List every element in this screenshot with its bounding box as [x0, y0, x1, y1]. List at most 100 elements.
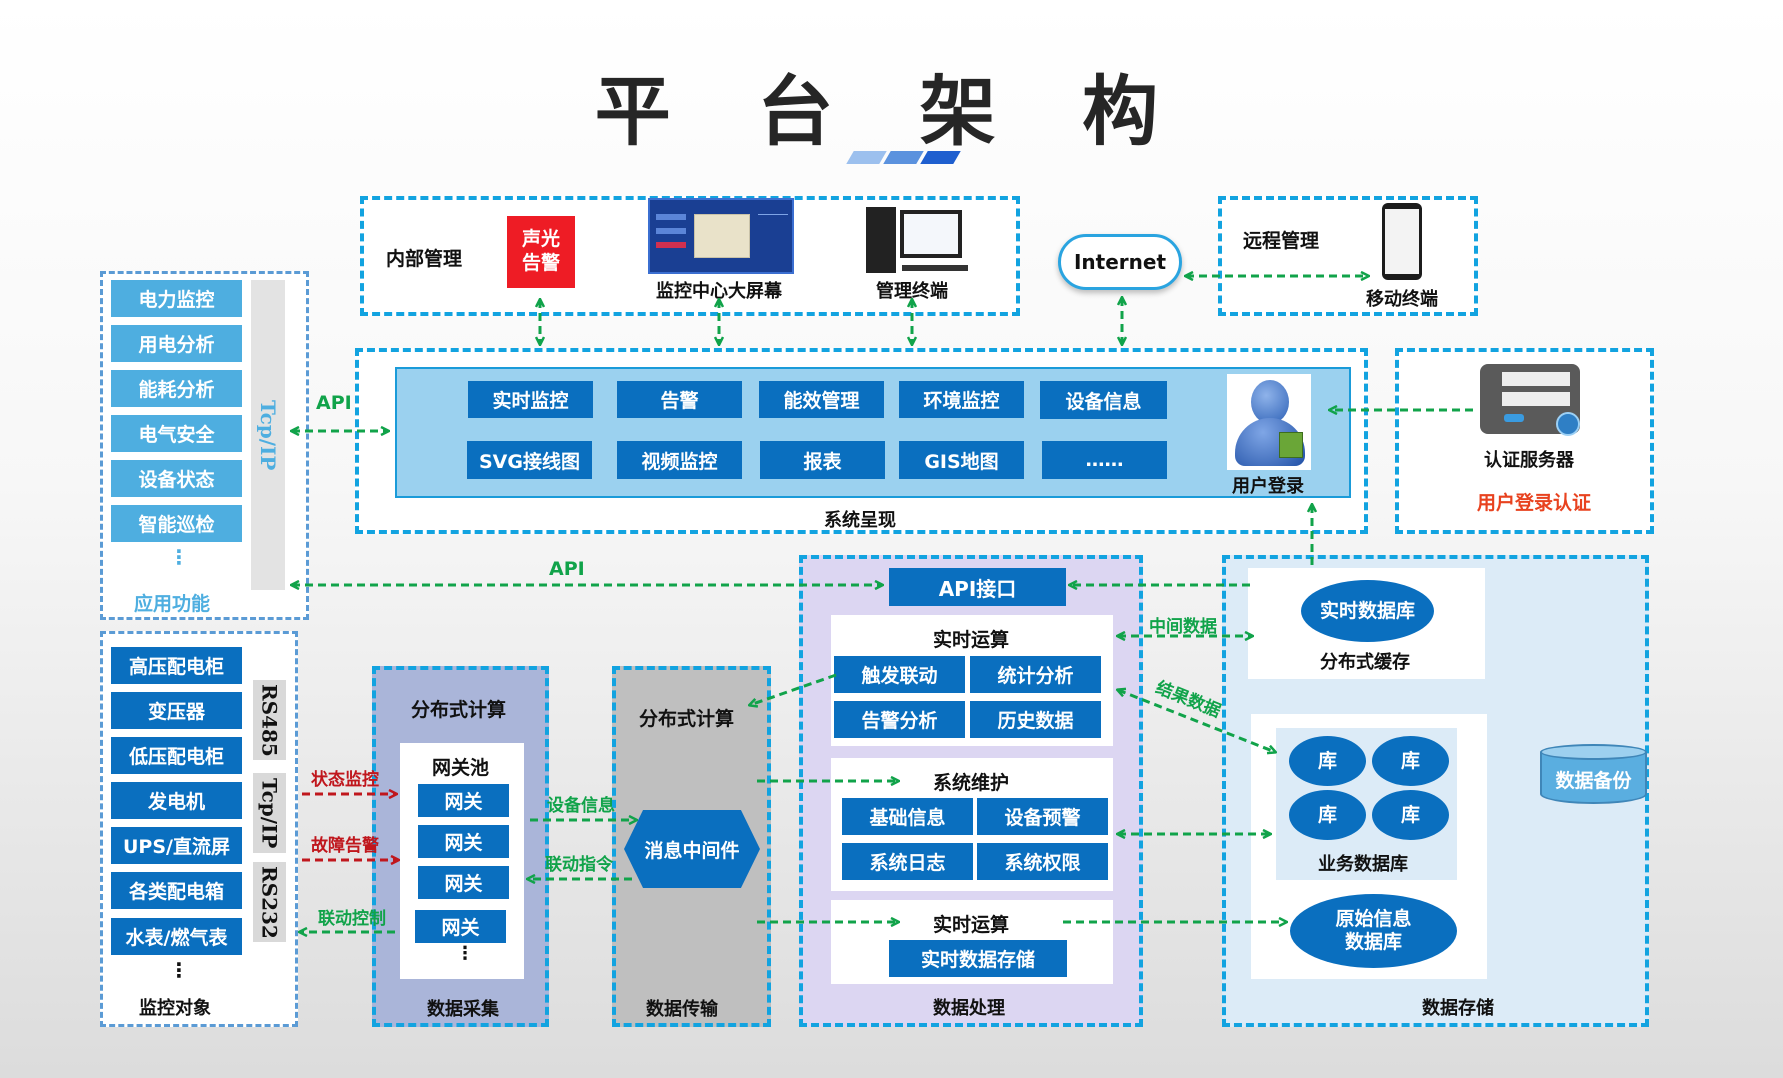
maint-system-permission[interactable]: 系统权限: [977, 843, 1108, 880]
business-db-2-label: 库: [1400, 749, 1420, 772]
app-electrical-safety[interactable]: 电气安全: [111, 415, 242, 452]
gateway-pool-label: 网关池: [432, 757, 490, 779]
business-db-4-label: 库: [1400, 803, 1420, 826]
module-env-monitor[interactable]: 环境监控: [899, 381, 1024, 418]
realtime-store-heading: 实时运算: [933, 914, 1010, 936]
obj-transformer[interactable]: 变压器: [111, 692, 242, 729]
monitor-objects-caption: 监控对象: [139, 998, 211, 1019]
auth-caption: 用户登录认证: [1477, 492, 1592, 514]
app-functions-caption: 应用功能: [134, 593, 211, 615]
obj-ellipsis: ⋮: [169, 958, 189, 982]
obj-distribution-box[interactable]: 各类配电箱: [111, 872, 242, 909]
user-login-label: 用户登录: [1232, 476, 1304, 497]
auth-server-icon[interactable]: [1480, 364, 1580, 436]
gateway-1[interactable]: 网关: [418, 784, 509, 817]
sound-light-alarm[interactable]: 声光 告警: [507, 216, 575, 288]
calc-statistics[interactable]: 统计分析: [970, 656, 1101, 693]
internet-label: Internet: [1073, 250, 1167, 274]
keyboard-icon: [902, 265, 968, 271]
mobile-phone-icon[interactable]: [1382, 203, 1422, 280]
business-db-label: 业务数据库: [1318, 854, 1408, 875]
data-collection-caption: 数据采集: [427, 999, 499, 1020]
raw-info-db-label: 原始信息 数据库: [1335, 908, 1412, 953]
module-more[interactable]: ……: [1042, 441, 1167, 479]
protocol-rs485: RS485: [253, 680, 286, 760]
arrow-label-result-data: 结果数据: [1152, 677, 1224, 722]
module-svg-wiring[interactable]: SVG接线图: [467, 441, 592, 479]
maint-basic-info[interactable]: 基础信息: [842, 798, 973, 835]
protocol-rs485-label: RS485: [257, 683, 282, 757]
raw-info-db[interactable]: 原始信息 数据库: [1290, 894, 1457, 968]
business-db-4[interactable]: 库: [1372, 790, 1449, 840]
app-power-monitor[interactable]: 电力监控: [111, 280, 242, 317]
big-screen-label: 监控中心大屏幕: [656, 281, 782, 302]
system-presentation-label: 系统呈现: [824, 510, 896, 531]
module-video-monitor[interactable]: 视频监控: [617, 441, 742, 479]
pc-monitor-icon[interactable]: [900, 210, 962, 258]
data-backup-label: 数据备份: [1555, 770, 1632, 792]
protocol-rs232: RS232: [253, 862, 286, 942]
alarm-label-2: 告警: [521, 252, 560, 274]
module-report[interactable]: 报表: [760, 441, 885, 479]
protocol-tcpip: Tcp/IP: [253, 773, 286, 853]
calc-alarm-analysis[interactable]: 告警分析: [834, 701, 965, 738]
arrow-label-fault-alarm: 故障告警: [311, 836, 379, 856]
obj-generator[interactable]: 发电机: [111, 782, 242, 819]
remote-mgmt-box: [1218, 196, 1478, 316]
maint-device-warning[interactable]: 设备预警: [977, 798, 1108, 835]
mobile-label: 移动终端: [1366, 289, 1438, 310]
stripe-1: [846, 151, 887, 164]
arrow-label-api-mid: API: [549, 558, 585, 580]
module-energy-mgmt[interactable]: 能效管理: [759, 381, 884, 418]
business-db-3[interactable]: 库: [1289, 790, 1366, 840]
remote-mgmt-label: 远程管理: [1243, 230, 1320, 252]
data-processing-caption: 数据处理: [933, 998, 1005, 1019]
data-backup-cylinder[interactable]: 数据备份: [1540, 744, 1647, 810]
business-db-1[interactable]: 库: [1289, 736, 1366, 786]
module-alarm[interactable]: 告警: [617, 381, 742, 418]
internet-cloud[interactable]: Internet: [1058, 234, 1182, 290]
obj-lv-cabinet[interactable]: 低压配电柜: [111, 737, 242, 774]
calc-trigger-linkage[interactable]: 触发联动: [834, 656, 965, 693]
business-db-3-label: 库: [1317, 803, 1337, 826]
obj-meters[interactable]: 水表/燃气表: [111, 918, 242, 955]
arrow-label-status-monitor: 状态监控: [311, 770, 379, 790]
message-middleware[interactable]: 消息中间件: [624, 810, 760, 888]
api-interface[interactable]: API接口: [889, 568, 1066, 606]
gateway-ellipsis: ⋮: [456, 943, 474, 964]
module-gis-map[interactable]: GIS地图: [899, 441, 1024, 479]
arrow-label-api-top: API: [316, 392, 352, 414]
gateway-3[interactable]: 网关: [418, 866, 509, 899]
realtime-db-label: 实时数据库: [1319, 599, 1415, 622]
protocol-tcpip-label: Tcp/IP: [257, 777, 282, 849]
app-energy-analysis[interactable]: 能耗分析: [111, 370, 242, 407]
arrow-label-intermediate-data: 中间数据: [1149, 617, 1217, 637]
arrow-label-linkage-control: 联动控制: [318, 909, 386, 929]
arrow-label-device-info: 设备信息: [547, 796, 615, 816]
arrow-label-linkage-command: 联动指令: [545, 855, 613, 875]
app-device-status[interactable]: 设备状态: [111, 460, 242, 497]
maintenance-heading: 系统维护: [933, 772, 1010, 794]
app-power-analysis[interactable]: 用电分析: [111, 325, 242, 362]
realtime-db[interactable]: 实时数据库: [1301, 580, 1434, 642]
realtime-calc-heading: 实时运算: [933, 629, 1010, 651]
gateway-2[interactable]: 网关: [418, 825, 509, 858]
data-transport-heading: 分布式计算: [639, 708, 735, 730]
page-title: 平 台 架 构: [594, 67, 1189, 156]
user-login-icon[interactable]: [1227, 374, 1311, 470]
data-transport-caption: 数据传输: [646, 999, 718, 1020]
auth-server-label: 认证服务器: [1484, 450, 1574, 471]
obj-hv-cabinet[interactable]: 高压配电柜: [111, 647, 242, 684]
obj-ups[interactable]: UPS/直流屏: [111, 827, 242, 864]
terminal-label: 管理终端: [876, 281, 948, 302]
app-smart-inspection[interactable]: 智能巡检: [111, 505, 242, 542]
module-realtime-monitor[interactable]: 实时监控: [468, 381, 593, 418]
data-storage-caption: 数据存储: [1422, 998, 1494, 1019]
module-device-info[interactable]: 设备信息: [1040, 381, 1167, 419]
gateway-4[interactable]: 网关: [415, 910, 506, 943]
maint-system-log[interactable]: 系统日志: [842, 843, 973, 880]
business-db-2[interactable]: 库: [1372, 736, 1449, 786]
calc-history-data[interactable]: 历史数据: [970, 701, 1101, 738]
realtime-data-storage[interactable]: 实时数据存储: [889, 940, 1067, 977]
big-screen-icon[interactable]: [648, 198, 794, 274]
